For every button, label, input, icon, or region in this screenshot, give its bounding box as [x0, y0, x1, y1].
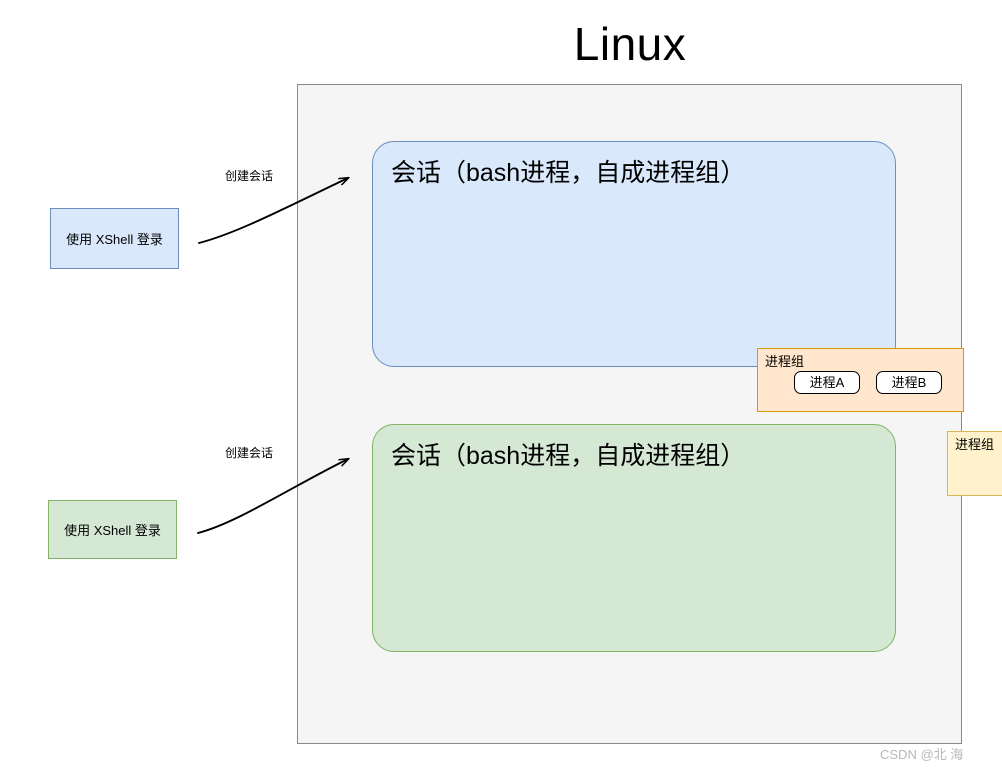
process-group-orange[interactable]: 进程组 进程A 进程B: [757, 348, 964, 412]
arrow-label-create-session-bottom: 创建会话: [225, 446, 274, 460]
login-box-bottom-label: 使用 XShell 登录: [64, 523, 161, 538]
session-box-bottom[interactable]: 会话（bash进程，自成进程组） 其他进程组 其他进程组: [372, 424, 896, 652]
process-chip-b[interactable]: 进程B: [876, 371, 942, 394]
login-box-top-label: 使用 XShell 登录: [66, 232, 163, 247]
login-box-top[interactable]: 使用 XShell 登录: [50, 208, 179, 269]
session-box-top[interactable]: 会话（bash进程，自成进程组） 进程组 进程A 进程B 进程组（进程） ser…: [372, 141, 1002, 496]
process-group-yellow[interactable]: 进程组（进程） server 进程: [947, 431, 1002, 496]
watermark: CSDN @北 海: [880, 747, 964, 762]
process-group-yellow-label: 进程组（进程）: [955, 437, 1002, 452]
process-chip-a[interactable]: 进程A: [794, 371, 860, 394]
process-group-orange-label: 进程组: [765, 354, 805, 369]
arrow-label-create-session-top: 创建会话: [225, 169, 274, 183]
session-title-top: 会话（bash进程，自成进程组）: [391, 159, 746, 187]
page-title: Linux: [573, 18, 687, 70]
login-box-bottom[interactable]: 使用 XShell 登录: [48, 500, 177, 559]
session-title-bottom: 会话（bash进程，自成进程组）: [391, 442, 746, 470]
